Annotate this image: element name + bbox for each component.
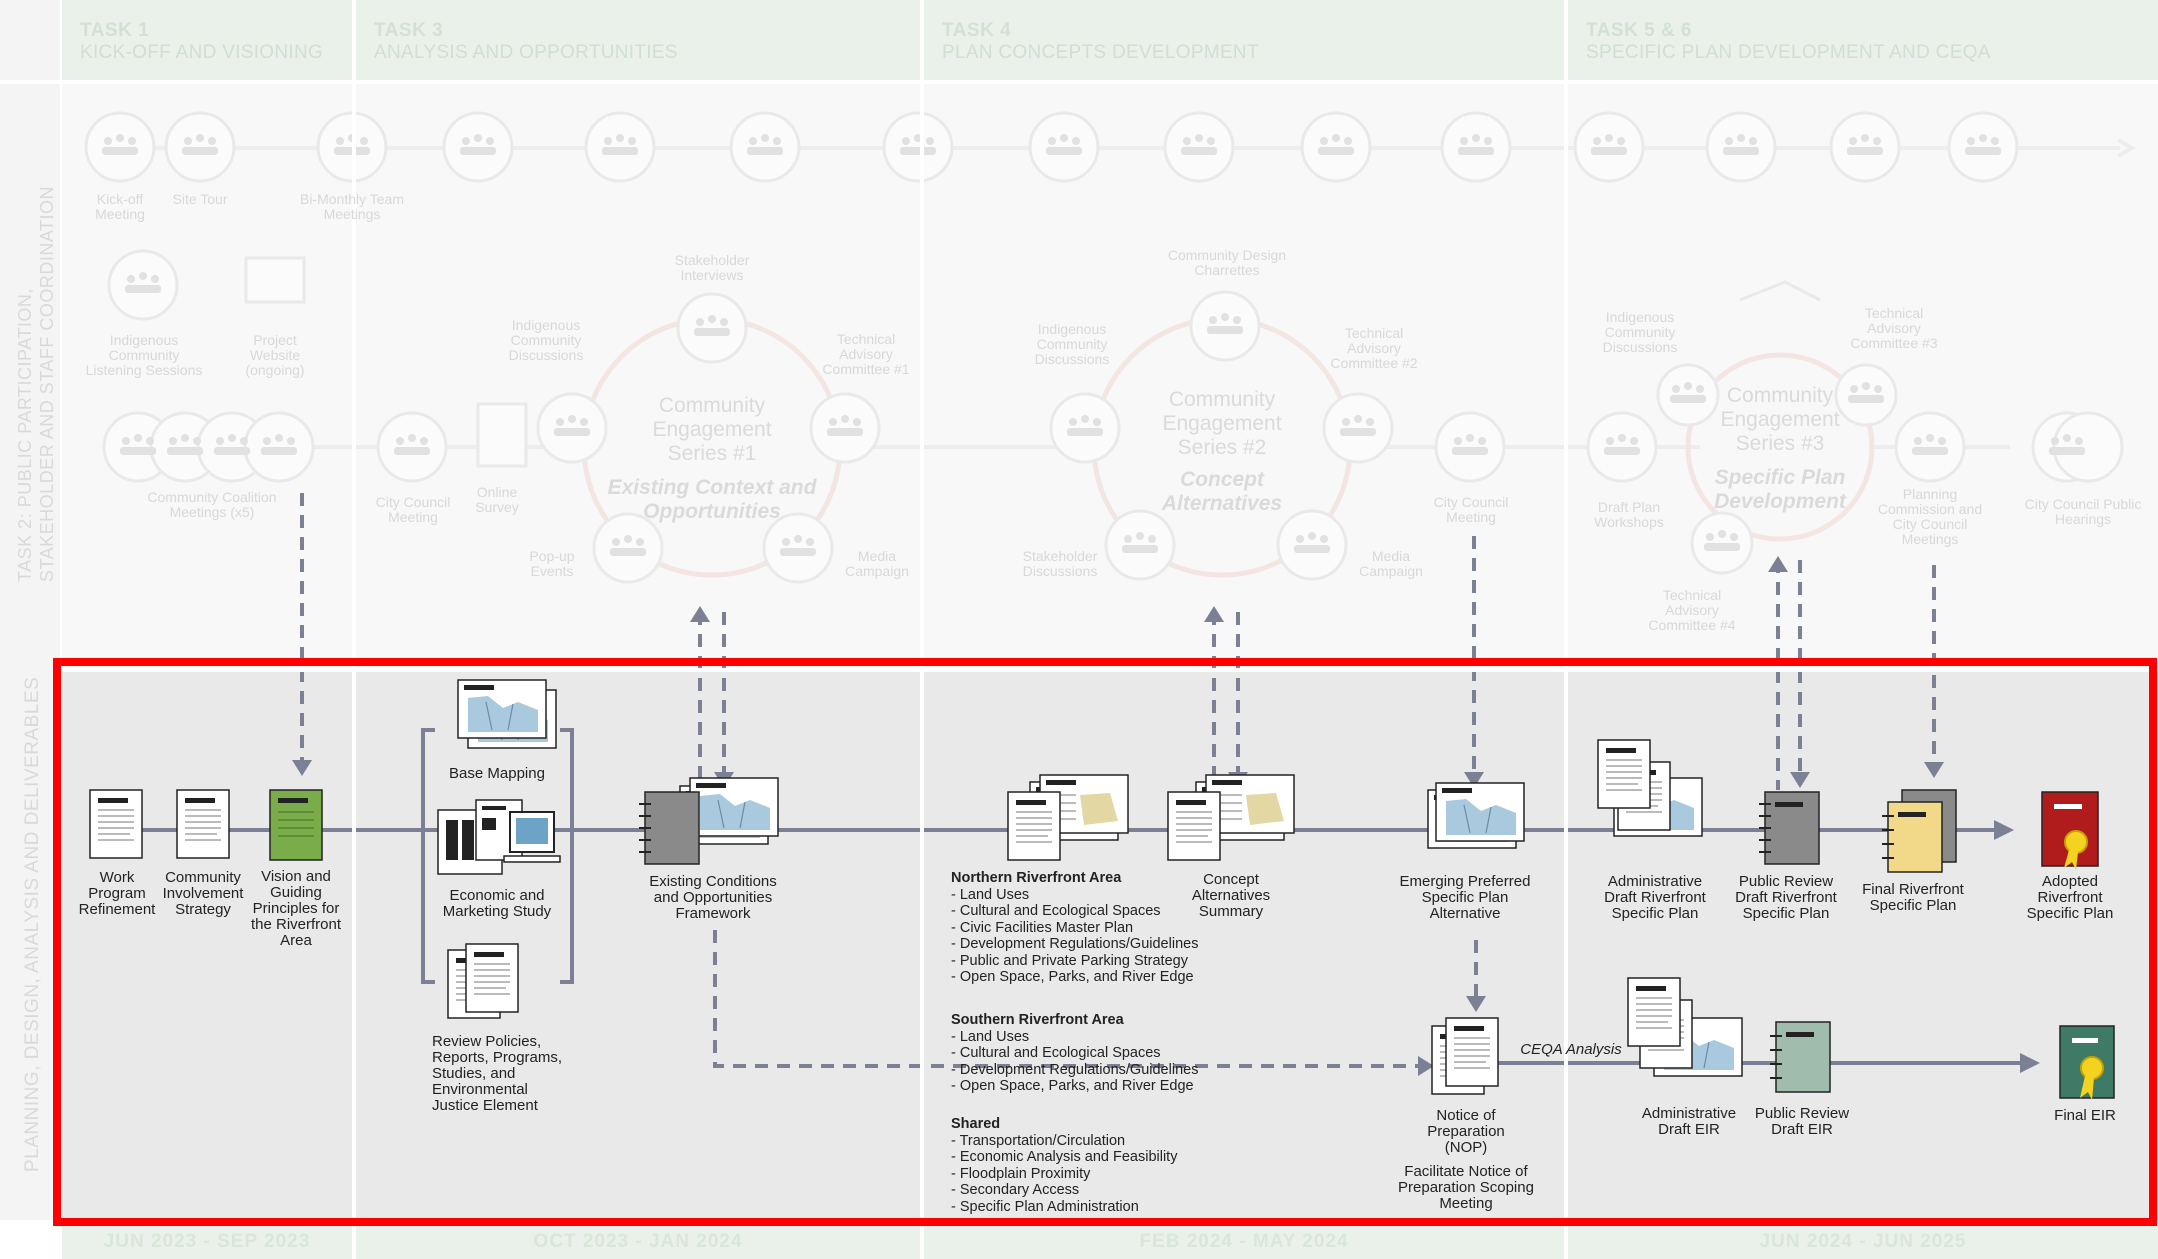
area-north-title: Northern Riverfront Area — [951, 870, 1122, 886]
label-coalition: Community Coalition Meetings (x5) — [147, 489, 277, 520]
label-base-mapping: Base Mapping — [449, 765, 545, 782]
list-item: - Public and Private Parking Strategy — [951, 952, 1188, 969]
list-item: - Open Space, Parks, and River Edge — [951, 969, 1194, 985]
label-city-council-2: City Council Meeting — [1433, 494, 1509, 525]
label-admin-eir: Administrative Draft EIR — [1641, 1105, 1737, 1138]
phase-name: PLAN CONCEPTS DEVELOPMENT — [942, 42, 1259, 63]
label-s3-tac3: Technical Advisory Committee #3 — [1850, 305, 1938, 351]
label-nop: Notice of Preparation (NOP) — [1427, 1107, 1505, 1156]
label-bimonthly: Bi-Monthly Team Meetings — [299, 191, 404, 222]
area-south-title: Southern Riverfront Area — [951, 1012, 1124, 1028]
label-scoping: Facilitate Notice of Preparation Scoping… — [1398, 1163, 1534, 1212]
label-planning-commission: Planning Commission and City Council Mee… — [1877, 486, 1983, 547]
list-item: - Economic Analysis and Feasibility — [951, 1149, 1178, 1165]
label-kickoff: Kick-off Meeting — [95, 191, 145, 222]
label-ceqa: CEQA Analysis — [1520, 1041, 1622, 1058]
list-item: - Floodplain Proximity — [951, 1165, 1091, 1182]
label-economic: Economic and Marketing Study — [442, 887, 552, 920]
label-concept-alternatives: Concept Alternatives Summary — [1191, 871, 1271, 920]
label-workshops: Draft Plan Workshops — [1594, 499, 1664, 530]
label-project-website: Project Website (ongoing) — [245, 332, 305, 378]
list-item: - Development Regulations/Guidelines — [951, 936, 1199, 952]
phase-task: TASK 3 — [374, 20, 444, 41]
area-north: Northern Riverfront Area - Land Uses - C… — [951, 870, 1231, 986]
area-south: Southern Riverfront Area - Land Uses - C… — [951, 1012, 1231, 1095]
participation-row-bg — [62, 84, 2158, 669]
phase-name: KICK-OFF AND VISIONING — [80, 42, 324, 63]
corner-cell — [0, 0, 60, 80]
label-city-council: City Council Meeting — [375, 494, 451, 525]
label-involvement: Community Involvement Strategy — [162, 869, 244, 918]
label-indigenous-listening: Indigenous Community Listening Sessions — [85, 332, 203, 378]
label-admin-draft-sp: Administrative Draft Riverfront Specific… — [1604, 873, 1706, 922]
label-public-hearings: City Council Public Hearings — [2024, 496, 2142, 527]
list-item: - Land Uses — [951, 886, 1030, 903]
phase-header-task56: TASK 5 & 6 SPECIFIC PLAN DEVELOPMENT AND… — [1568, 0, 2158, 80]
phase-dates-1: JUN 2023 - SEP 2023 — [62, 1225, 352, 1259]
label-s1-tac: Technical Advisory Committee #1 — [822, 331, 910, 377]
label-s3-tac4: Technical Advisory Committee #4 — [1648, 587, 1736, 633]
list-item: - Open Space, Parks, and River Edge — [951, 1078, 1194, 1094]
area-shared: Shared - Transportation/Circulation - Ec… — [951, 1116, 1231, 1215]
label-site-tour: Site Tour — [172, 191, 228, 207]
label-final-sp: Final Riverfront Specific Plan — [1862, 881, 1964, 914]
planning-row-bg — [62, 672, 2158, 1220]
phase-header-task4: TASK 4 PLAN CONCEPTS DEVELOPMENT — [924, 0, 1564, 80]
label-existing-conditions: Existing Conditions and Opportunities Fr… — [649, 873, 777, 922]
phase-task: TASK 1 — [80, 20, 150, 41]
label-s2-media: Media Campaign — [1359, 548, 1423, 579]
label-s1-media: Media Campaign — [845, 548, 909, 579]
list-item: - Cultural and Ecological Spaces — [951, 1045, 1161, 1061]
series3-title: Community Engagement Series #3 — [1720, 384, 1840, 455]
label-s1-indigenous: Indigenous Community Discussions — [508, 317, 584, 363]
label-s2-tac: Technical Advisory Committee #2 — [1330, 325, 1418, 371]
label-charrettes: Community Design Charrettes — [1167, 247, 1287, 278]
list-item: - Specific Plan Administration — [951, 1198, 1139, 1215]
series3-subtitle: Specific Plan Development — [1714, 466, 1846, 513]
label-public-review-sp: Public Review Draft Riverfront Specific … — [1735, 873, 1837, 922]
phase-task: TASK 4 — [942, 20, 1012, 41]
phase-task: TASK 5 & 6 — [1586, 20, 1693, 41]
list-item: - Land Uses — [951, 1028, 1030, 1045]
series1-subtitle: Existing Context and Opportunities — [607, 476, 817, 523]
list-item: - Secondary Access — [951, 1182, 1080, 1198]
phase-dates-2: OCT 2023 - JAN 2024 — [356, 1225, 920, 1259]
list-item: - Cultural and Ecological Spaces — [951, 903, 1161, 919]
series2-subtitle: Concept Alternatives — [1161, 468, 1283, 515]
phase-dates-4: JUN 2024 - JUN 2025 — [1568, 1225, 2158, 1259]
label-s2-indigenous: Indigenous Community Discussions — [1034, 321, 1110, 367]
phase-name: SPECIFIC PLAN DEVELOPMENT AND CEQA — [1586, 42, 1991, 63]
label-public-eir: Public Review Draft EIR — [1754, 1105, 1850, 1138]
series1-title: Community Engagement Series #1 — [652, 394, 772, 465]
label-stakeholder-interviews: Stakeholder Interviews — [674, 252, 750, 283]
phase-header-task1: TASK 1 KICK-OFF AND VISIONING — [62, 0, 352, 80]
label-vision: Vision and Guiding Principles for the Ri… — [250, 868, 342, 949]
phase-dates-3: FEB 2024 - MAY 2024 — [924, 1225, 1564, 1259]
label-online-survey: Online Survey — [475, 484, 519, 515]
label-final-eir: Final EIR — [2054, 1107, 2116, 1124]
series2-title: Community Engagement Series #2 — [1162, 388, 1282, 459]
list-item: - Development Regulations/Guidelines — [951, 1061, 1199, 1078]
label-emerging: Emerging Preferred Specific Plan Alterna… — [1399, 873, 1531, 922]
list-item: - Transportation/Circulation — [951, 1132, 1126, 1149]
label-adopted-sp: Adopted Riverfront Specific Plan — [2026, 873, 2114, 922]
label-s3-indigenous: Indigenous Community Discussions — [1602, 309, 1678, 355]
label-s2-stakeholder: Stakeholder Discussions — [1022, 548, 1098, 579]
label-work-program: Work Program Refinement — [78, 869, 156, 918]
label-popup: Pop-up Events — [529, 548, 575, 579]
list-item: - Civic Facilities Master Plan — [951, 919, 1134, 936]
phase-header-task3: TASK 3 ANALYSIS AND OPPORTUNITIES — [356, 0, 920, 80]
label-review-policies: Review Policies, Reports, Programs, Stud… — [432, 1033, 563, 1114]
area-shared-title: Shared — [951, 1116, 1001, 1132]
phase-name: ANALYSIS AND OPPORTUNITIES — [374, 42, 678, 63]
row-label-strip — [0, 84, 60, 1220]
